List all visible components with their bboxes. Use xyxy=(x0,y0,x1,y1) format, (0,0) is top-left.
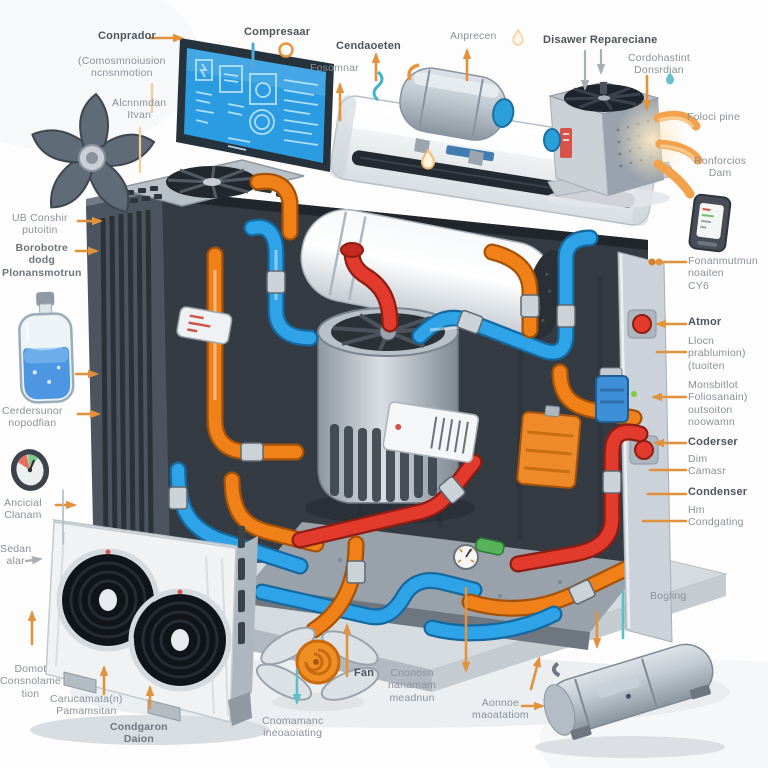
arrow-ubconshir xyxy=(76,216,103,226)
thermostat xyxy=(688,193,732,253)
arrow-conprador xyxy=(148,33,184,43)
left-vent-panel xyxy=(86,183,170,572)
arrow-aonnoe xyxy=(520,701,545,711)
arrow-cordohastint xyxy=(642,74,652,111)
refrigerant-bottle xyxy=(18,291,75,404)
white-control-box xyxy=(382,401,480,463)
teal-drop-glyph xyxy=(666,72,674,85)
horizontal-tank-top xyxy=(399,67,515,166)
red-valve-knob xyxy=(634,440,654,460)
arrow-fan xyxy=(342,623,352,678)
receiver-tank xyxy=(535,643,725,758)
green-fitting xyxy=(475,537,505,556)
blue-device xyxy=(595,367,629,423)
arrow-anprecen xyxy=(462,48,472,82)
outdoor-fan-1 xyxy=(56,548,160,652)
arrow-cendaoeten xyxy=(371,52,381,82)
arrow-fonanmutmun xyxy=(655,258,688,266)
arrow-disawer-2 xyxy=(596,48,606,75)
arrow-bottle-side xyxy=(74,369,99,379)
glyphs xyxy=(278,28,674,170)
pressure-gauge xyxy=(10,449,50,491)
ring-glyph xyxy=(278,42,294,58)
red-valve-knob xyxy=(632,314,652,334)
arrow-cnonosn xyxy=(461,586,471,673)
arrow-compresaar xyxy=(248,42,258,73)
squiggle-glyph xyxy=(372,70,384,102)
fan-unit-box xyxy=(117,159,305,207)
arrow-fosomnar xyxy=(335,82,345,122)
outdoor-condenser-unit xyxy=(30,519,270,745)
arrow-tank-up xyxy=(529,656,541,691)
right-service-panel xyxy=(617,251,673,643)
arrow-atmor xyxy=(655,319,688,329)
arrow-bogling-1 xyxy=(592,610,602,649)
arrow-carucamata xyxy=(99,665,109,696)
control-screen xyxy=(176,38,334,172)
arrow-disawer-1 xyxy=(580,49,590,91)
arrow-cerdersunor xyxy=(76,409,101,419)
panel-rivet xyxy=(648,258,656,266)
hook-arrow-glyph xyxy=(407,63,420,81)
axial-fan xyxy=(31,92,156,214)
arrow-monsbitlot xyxy=(651,392,688,402)
arrow-condgaron xyxy=(145,685,155,710)
heat-wisps xyxy=(653,110,703,199)
inline-gauge xyxy=(453,544,479,570)
green-led xyxy=(631,391,637,397)
orange-junction-box xyxy=(516,405,582,489)
drop-glyph xyxy=(420,148,436,170)
silver-canister xyxy=(176,306,233,345)
arrow-borobotre xyxy=(74,246,99,256)
arrow-sedan xyxy=(24,555,43,565)
outdoor-fan-2 xyxy=(128,588,232,692)
arrow-ancicial xyxy=(54,500,77,510)
arrow-domot xyxy=(27,610,37,646)
drop-glyph xyxy=(512,28,524,46)
callout-arrows xyxy=(24,33,688,711)
keypad xyxy=(126,186,162,203)
rooftop-condenser xyxy=(543,81,703,208)
arrow-cnomamanc xyxy=(292,668,302,705)
arrow-coderser xyxy=(653,438,688,448)
